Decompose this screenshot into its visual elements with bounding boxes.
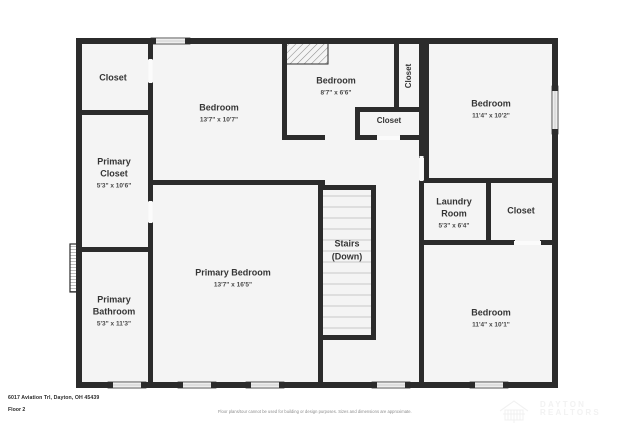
label-primary-bedroom-dim: 13'7" x 16'5" (214, 282, 252, 289)
label-closet-vertical: Closet (404, 63, 413, 88)
label-laundry-line1: Laundry (436, 196, 472, 206)
label-closet-right: Closet (507, 205, 535, 215)
label-bedroom-bottom-right-dim: 11'4" x 10'1" (472, 322, 510, 329)
label-primary-bathroom-dim: 5'3" x 11'3" (97, 321, 131, 328)
label-bedroom-top-middle-dim: 8'7" x 6'6" (321, 90, 352, 97)
floor-label: Floor 2 (8, 407, 26, 413)
brand-line-2: REALTORS (540, 408, 601, 417)
brand-watermark: DAYTON REALTORS (494, 397, 634, 423)
label-stairs-line2: (Down) (332, 251, 363, 261)
label-bedroom-top-middle-name: Bedroom (316, 75, 356, 85)
label-closet-top-left: Closet (99, 72, 127, 82)
label-bedroom-bottom-right-name: Bedroom (471, 307, 511, 317)
label-bedroom-top-right-dim: 11'4" x 10'2" (472, 113, 510, 120)
stairs-treads (323, 195, 371, 329)
exterior-walls (76, 38, 558, 388)
property-address: 6017 Aviation Trl, Dayton, OH 45439 (8, 395, 100, 401)
disclaimer-text: Floor plans/tour cannot be used for buil… (218, 409, 412, 414)
label-bedroom-top-right-name: Bedroom (471, 98, 511, 108)
room-labels: Closet Bedroom 13'7" x 10'7" Bedroom 8'7… (93, 63, 535, 328)
brand-line-1: DAYTON (540, 400, 587, 409)
label-laundry-line2: Room (441, 208, 467, 218)
label-primary-closet-line2: Closet (100, 168, 128, 178)
hatched-alcove (285, 41, 329, 65)
label-bedroom-upper-left-dim: 13'7" x 10'7" (200, 117, 238, 124)
footer: 6017 Aviation Trl, Dayton, OH 45439 Floo… (0, 395, 640, 427)
label-primary-bathroom-line2: Bathroom (93, 306, 136, 316)
label-primary-bathroom-line1: Primary (97, 294, 131, 304)
door-openings (148, 59, 541, 245)
label-primary-bedroom-name: Primary Bedroom (195, 267, 271, 277)
interior-walls (76, 42, 558, 388)
label-primary-closet-dim: 5'3" x 10'6" (97, 183, 132, 190)
label-bedroom-upper-left-name: Bedroom (199, 102, 239, 112)
room-fills (76, 42, 558, 386)
label-stairs-line1: Stairs (334, 238, 359, 248)
label-primary-closet-line1: Primary (97, 156, 131, 166)
dayton-realtors-logo-icon (499, 400, 529, 423)
label-closet-middle: Closet (377, 116, 402, 125)
windows (107, 37, 559, 389)
label-laundry-dim: 5'3" x 6'4" (439, 223, 470, 230)
brand-text: DAYTON REALTORS (540, 401, 601, 417)
